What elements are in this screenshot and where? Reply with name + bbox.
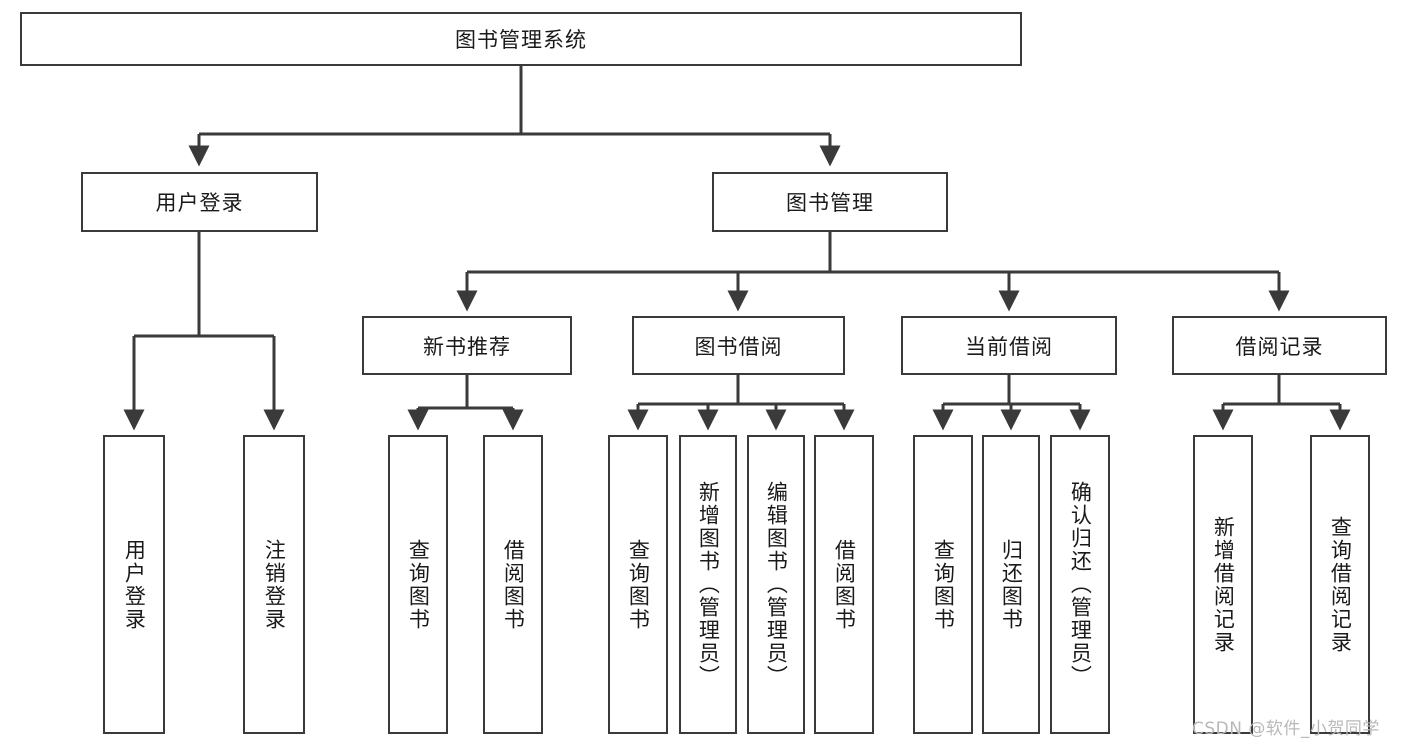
node-user-login[interactable]: 用户登录	[81, 172, 318, 232]
node-label: 图书管理	[786, 191, 874, 215]
node-label: 查询图书	[406, 538, 431, 631]
node-label: 新书推荐	[423, 334, 511, 359]
leaf-query-book-borrow[interactable]: 查询图书	[608, 435, 668, 734]
leaf-add-borrow-record[interactable]: 新增借阅记录	[1193, 435, 1253, 734]
node-root-book-management-system[interactable]: 图书管理系统	[20, 12, 1022, 66]
leaf-edit-book-admin[interactable]: 编辑图书（管理员）	[747, 435, 805, 734]
node-label: 查询图书	[931, 538, 956, 631]
node-book-management[interactable]: 图书管理	[712, 172, 948, 232]
node-borrow-record[interactable]: 借阅记录	[1172, 316, 1387, 375]
node-label: 借阅图书	[832, 538, 857, 631]
node-current-borrow[interactable]: 当前借阅	[901, 316, 1117, 375]
node-label: 借阅图书	[501, 538, 526, 631]
leaf-add-book-admin[interactable]: 新增图书（管理员）	[679, 435, 737, 734]
leaf-user-login[interactable]: 用户登录	[103, 435, 165, 734]
node-label: 当前借阅	[965, 334, 1053, 359]
node-label: 借阅记录	[1235, 334, 1324, 359]
leaf-borrow-book[interactable]: 借阅图书	[814, 435, 874, 734]
node-label: 用户登录	[155, 191, 244, 215]
node-label: 用户登录	[122, 538, 147, 631]
leaf-query-book-current[interactable]: 查询图书	[913, 435, 973, 734]
node-label: 新增借阅记录	[1211, 515, 1236, 654]
node-label: 查询图书	[626, 538, 651, 631]
node-book-borrow[interactable]: 图书借阅	[632, 316, 845, 375]
node-label: 查询借阅记录	[1328, 515, 1353, 654]
leaf-confirm-return-admin[interactable]: 确认归还（管理员）	[1050, 435, 1110, 734]
leaf-logout[interactable]: 注销登录	[243, 435, 305, 734]
leaf-borrow-book-recommend[interactable]: 借阅图书	[483, 435, 543, 734]
watermark-text: CSDN @软件_小贺同学	[1192, 719, 1380, 739]
leaf-query-borrow-record[interactable]: 查询借阅记录	[1310, 435, 1370, 734]
leaf-query-book-recommend[interactable]: 查询图书	[388, 435, 448, 734]
node-label: 编辑图书（管理员）	[764, 481, 789, 688]
node-new-book-recommend[interactable]: 新书推荐	[362, 316, 572, 375]
node-label: 新增图书（管理员）	[696, 481, 721, 688]
leaf-return-book[interactable]: 归还图书	[982, 435, 1040, 734]
node-label: 注销登录	[262, 538, 287, 631]
node-label: 确认归还（管理员）	[1068, 481, 1093, 688]
node-label: 图书管理系统	[455, 28, 587, 52]
node-label: 归还图书	[999, 538, 1024, 631]
node-label: 图书借阅	[694, 334, 783, 359]
